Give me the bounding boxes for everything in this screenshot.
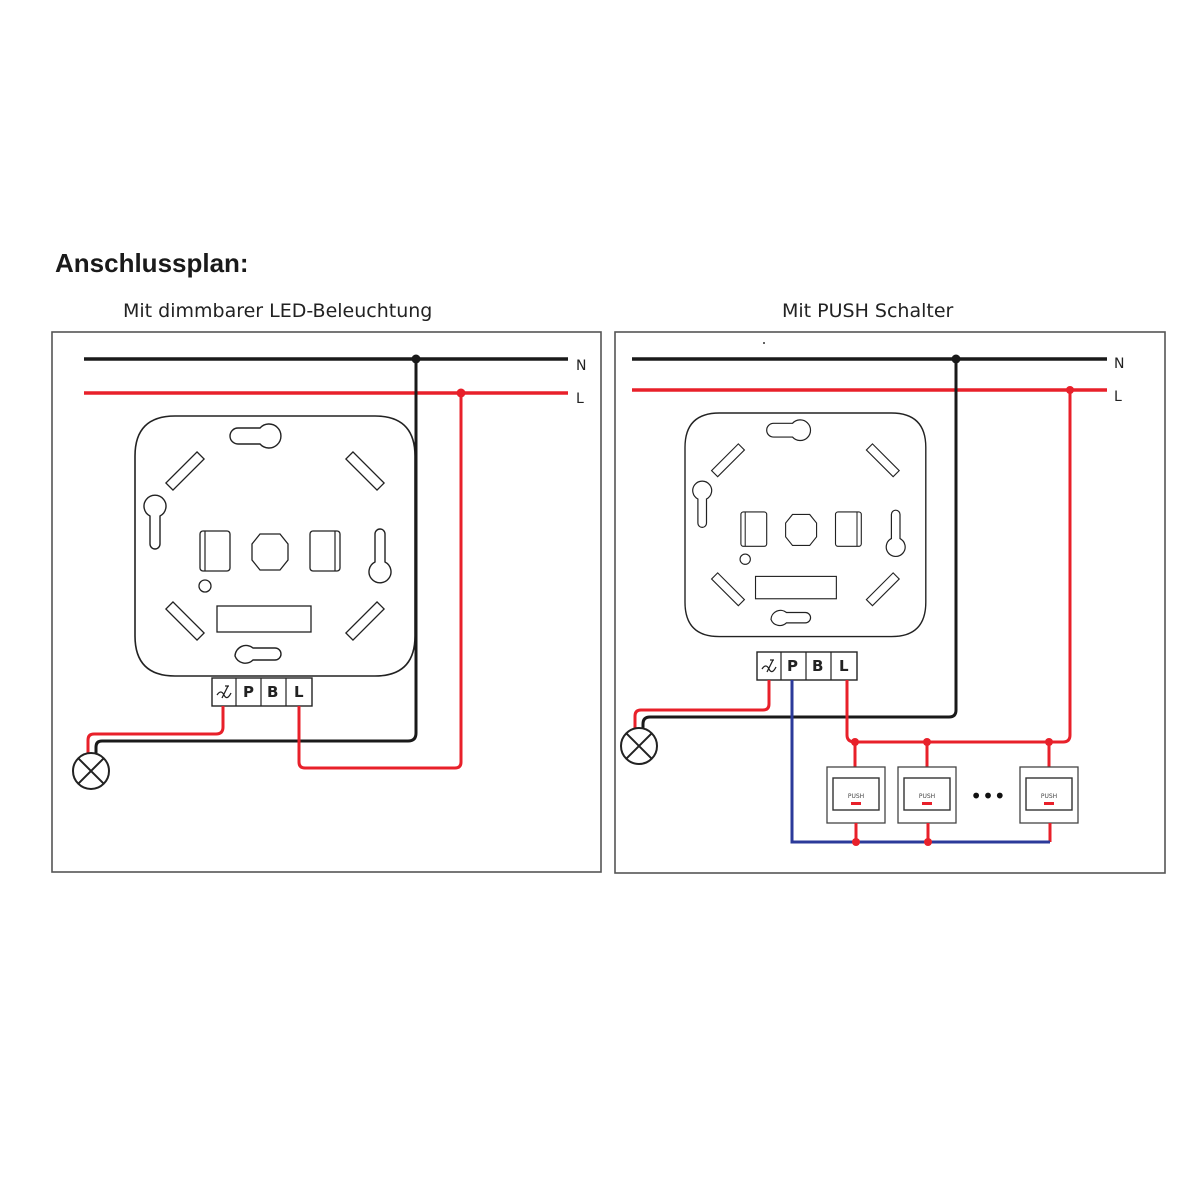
terminal-b: B xyxy=(812,657,823,675)
push-switch-1: PUSH xyxy=(826,766,886,824)
neutral-junction xyxy=(411,354,421,364)
terminal-l: L xyxy=(839,657,849,675)
panel-frame xyxy=(614,331,1166,874)
svg-text:PUSH: PUSH xyxy=(1041,793,1057,800)
live-junction xyxy=(456,388,466,398)
svg-text:PUSH: PUSH xyxy=(848,793,864,800)
push-signal-wire xyxy=(790,680,1050,844)
dimmed-output-wire xyxy=(633,680,771,731)
terminal-p: P xyxy=(787,657,798,675)
more-switches-ellipsis: ••• xyxy=(970,784,1005,808)
live-wire xyxy=(845,390,1072,744)
dimmed-output-wire xyxy=(86,706,225,756)
svg-text:PUSH: PUSH xyxy=(919,793,935,800)
page-heading: Anschlussplan: xyxy=(55,248,249,278)
neutral-wire xyxy=(641,359,958,731)
lamp-icon xyxy=(72,752,110,790)
terminal-p: P xyxy=(243,683,254,701)
live-label: L xyxy=(576,391,584,407)
panel-frame xyxy=(51,331,602,873)
push-switch-2: PUSH xyxy=(897,766,957,824)
push-switch-3: PUSH xyxy=(1019,766,1079,824)
panel-title-push-switch: Mit PUSH Schalter xyxy=(782,300,954,322)
terminal-l: L xyxy=(294,683,304,701)
panel-dimmable-led: N L P B L xyxy=(51,331,602,873)
live-wire xyxy=(297,393,463,770)
dimmer-plate xyxy=(134,415,416,677)
dimmer-plate xyxy=(684,412,927,638)
neutral-junction xyxy=(951,354,961,364)
panel-push-switch: N L P B L PUSH PUSH ••• xyxy=(614,331,1166,874)
live-label: L xyxy=(1114,389,1122,405)
terminal-b: B xyxy=(267,683,278,701)
neutral-label: N xyxy=(1114,356,1124,372)
neutral-label: N xyxy=(576,358,586,374)
neutral-wire xyxy=(94,359,418,756)
panel-title-dimmable-led: Mit dimmbarer LED-Beleuchtung xyxy=(123,300,433,322)
lamp-icon xyxy=(620,727,658,765)
